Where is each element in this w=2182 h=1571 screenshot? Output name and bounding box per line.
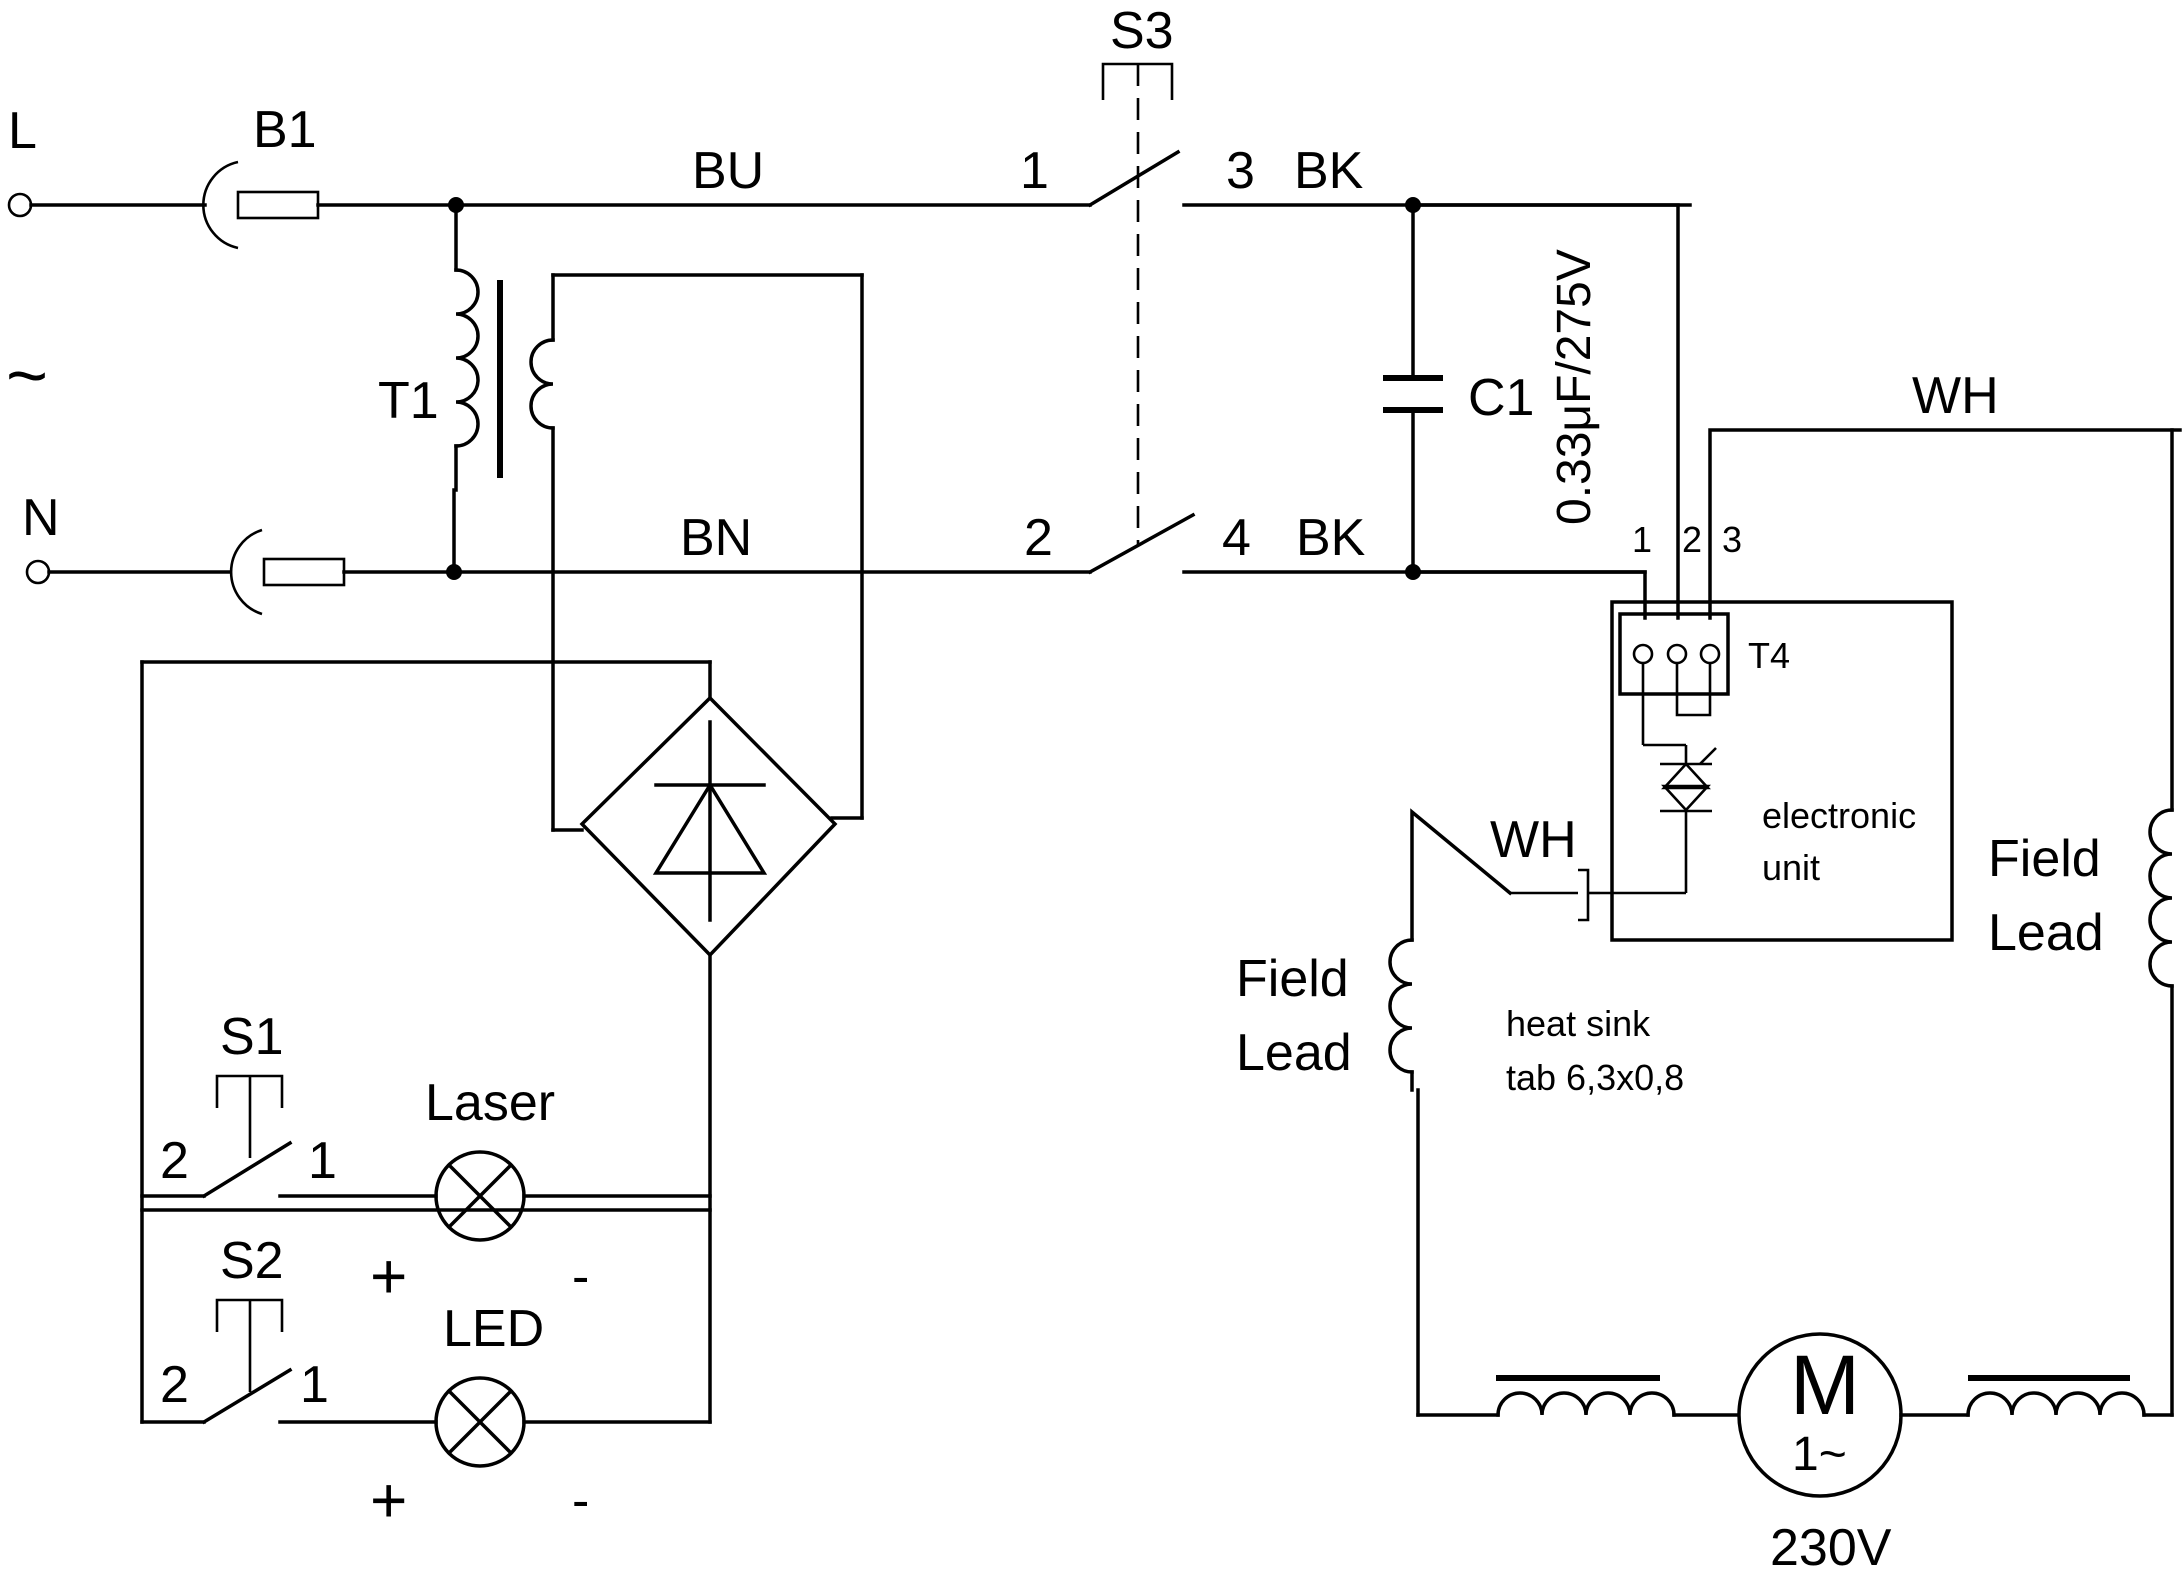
motor-voltage-label: 230V <box>1770 1519 1892 1571</box>
motor-phase-label: 1~ <box>1792 1428 1847 1481</box>
fuse-n <box>47 528 1092 616</box>
fuse-b1-label: B1 <box>253 101 317 159</box>
motor-m: M 1~ 230V <box>1737 1332 1903 1571</box>
s2-pin1-label: 1 <box>300 1356 329 1414</box>
wire-bk-to-t4-pin1 <box>1411 570 1647 620</box>
capacitor-c1: C1 0.33μF/275V <box>1383 197 1601 580</box>
field-lead-right-label-2: Lead <box>1988 904 2104 962</box>
field-lead-right: Field Lead <box>1988 428 2174 1417</box>
s1-pin2-label: 2 <box>160 1132 189 1190</box>
laser-lamp: Laser <box>425 1074 712 1242</box>
wire-wh-top-label: WH <box>1912 367 1999 425</box>
plus-top-label: + <box>370 1240 407 1312</box>
s3-pin4-label: 4 <box>1222 509 1251 567</box>
s1-pin1-label: 1 <box>308 1132 337 1190</box>
fuse-b1: B1 <box>29 101 1092 250</box>
laser-label: Laser <box>425 1074 555 1132</box>
s3-pin1-label: 1 <box>1020 142 1049 200</box>
switch-s2-label: S2 <box>220 1232 284 1290</box>
switch-s1: S1 2 1 <box>140 1008 438 1199</box>
capacitor-value-label: 0.33μF/275V <box>1548 249 1601 525</box>
wire-bk-to-t4-pin2 <box>1411 203 1680 620</box>
electronic-unit-label-1: electronic <box>1762 795 1916 836</box>
transformer-t1-label: T1 <box>378 372 439 430</box>
terminal-l: L <box>7 102 37 218</box>
minus-top-label: - <box>572 1248 589 1306</box>
heat-sink-label-1: heat sink <box>1506 1003 1651 1044</box>
t4-pin1-label: 1 <box>1632 519 1652 560</box>
switch-s1-label: S1 <box>220 1008 284 1066</box>
field-lead-right-label-1: Field <box>1988 830 2101 888</box>
transformer-t1: T1 <box>378 203 864 832</box>
triac-icon <box>1600 745 1717 895</box>
electronic-unit-label-2: unit <box>1762 847 1820 888</box>
wire-wh-to-t4-pin3 <box>1708 428 2182 620</box>
terminal-t4-label: T4 <box>1748 635 1790 676</box>
motor-m-label: M <box>1790 1338 1860 1432</box>
wire-bk-bottom-label: BK <box>1296 509 1366 567</box>
terminal-n-label: N <box>22 489 60 547</box>
s3-pin2-label: 2 <box>1024 509 1053 567</box>
t4-pin3-label: 3 <box>1722 519 1742 560</box>
electronic-unit: T4 electronic unit <box>1600 600 1954 942</box>
terminal-l-label: L <box>8 102 37 160</box>
heat-sink-label-2: tab 6,3x0,8 <box>1506 1057 1684 1098</box>
s2-pin2-label: 2 <box>160 1356 189 1414</box>
terminal-n: N <box>22 489 60 585</box>
field-lead-left: Field Lead <box>1236 808 1513 1417</box>
wire-bn-label: BN <box>680 509 752 567</box>
stator-coil-right <box>1899 1375 2174 1417</box>
capacitor-c1-label: C1 <box>1468 369 1534 427</box>
ac-symbol: ~ <box>6 336 48 416</box>
plus-bottom-label: + <box>370 1464 407 1536</box>
bridge-rectifier <box>140 660 838 1424</box>
switch-s3-label: S3 <box>1110 2 1174 60</box>
heat-sink-tab: WH heat sink tab 6,3x0,8 <box>1490 811 1684 1098</box>
wire-bk-top-label: BK <box>1294 142 1364 200</box>
led-label: LED <box>443 1300 544 1358</box>
minus-bottom-label: - <box>572 1472 589 1530</box>
wire-bu-label: BU <box>692 142 764 200</box>
t4-pin2-label: 2 <box>1682 519 1702 560</box>
field-lead-left-label-2: Lead <box>1236 1024 1352 1082</box>
stator-coil-left <box>1496 1375 1740 1417</box>
s3-pin3-label: 3 <box>1226 142 1255 200</box>
wire-wh-left-label: WH <box>1490 811 1577 869</box>
led-lamp: LED <box>434 1300 712 1468</box>
switch-s2: S2 2 1 <box>140 1232 438 1425</box>
field-lead-left-label-1: Field <box>1236 950 1349 1008</box>
